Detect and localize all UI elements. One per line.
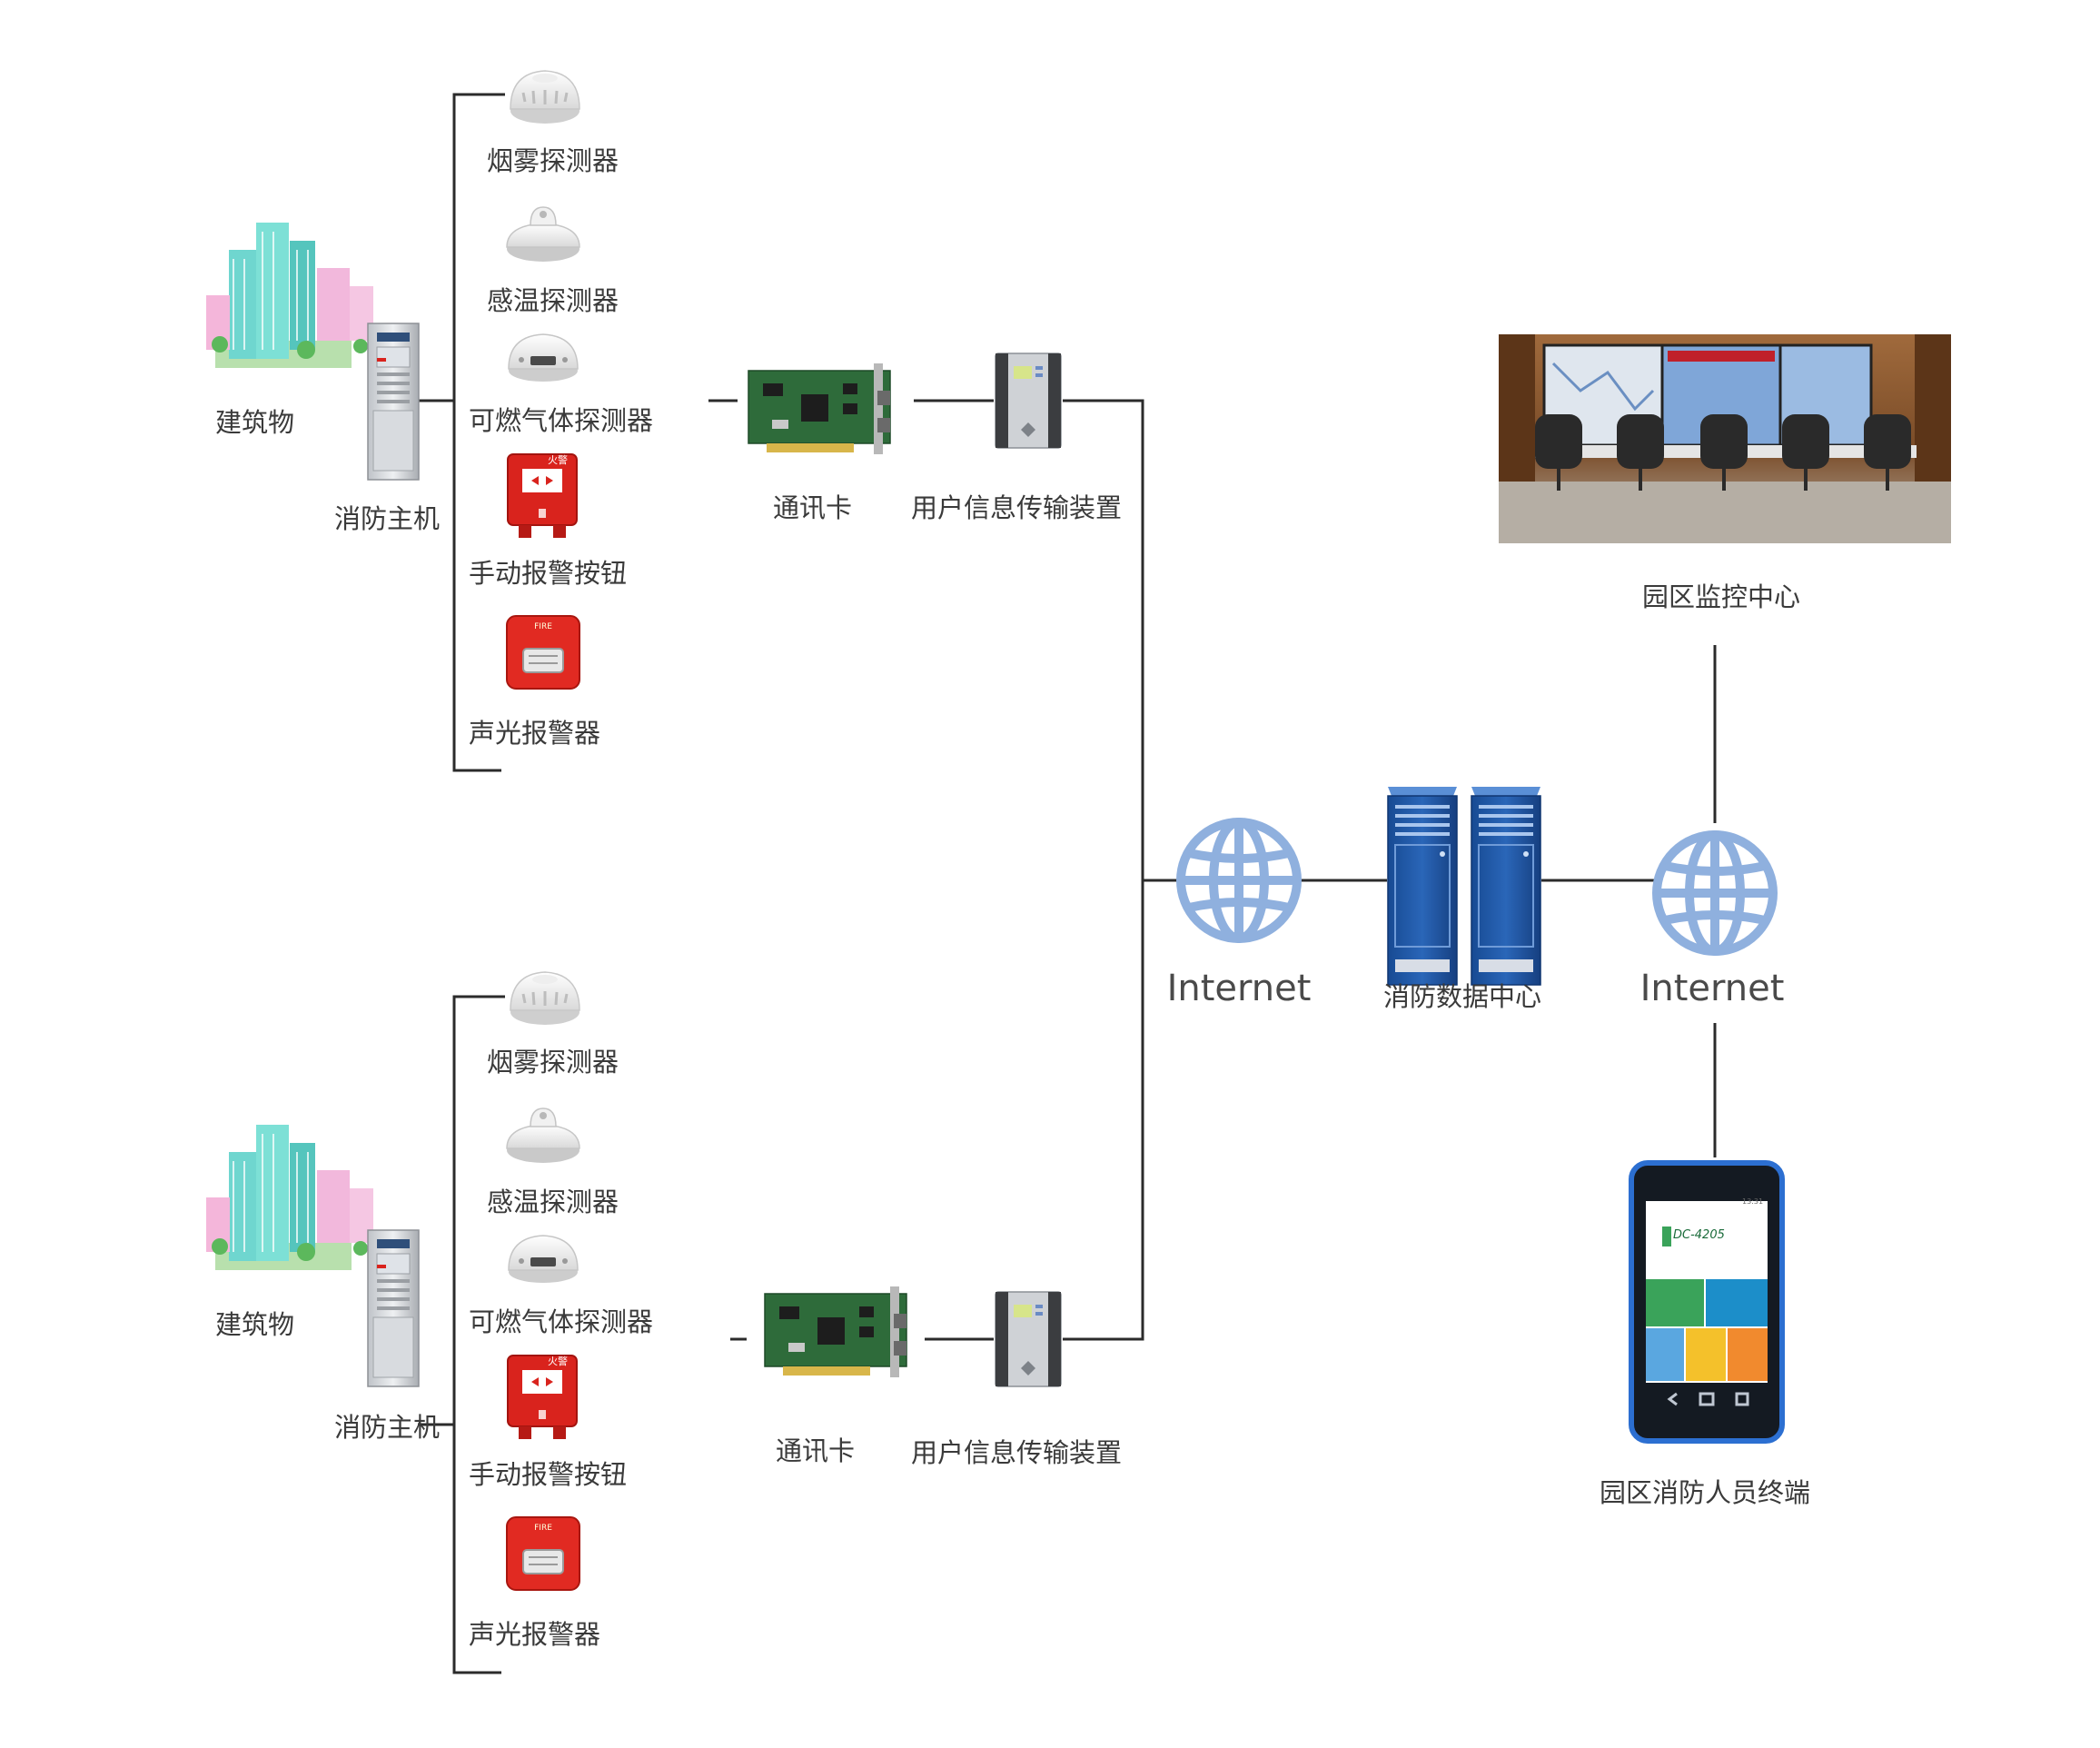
server-icon xyxy=(1387,786,1458,986)
manual-alarm-button-icon xyxy=(507,1354,578,1440)
server-icon xyxy=(1471,786,1541,986)
fire-host-cabinet-icon xyxy=(367,1229,420,1387)
user-info-transmitter-icon xyxy=(995,1291,1062,1387)
fire-host-label: 消防主机 xyxy=(334,1412,441,1443)
gas-detector-icon xyxy=(508,1235,579,1284)
device-label: 声光报警器 xyxy=(469,718,601,749)
data-center-label: 消防数据中心 xyxy=(1382,981,1542,1012)
monitoring-center-photo-icon xyxy=(1499,334,1951,543)
communication-card-label: 通讯卡 xyxy=(776,1435,856,1466)
building-icon xyxy=(205,222,374,369)
mobile-terminal-icon xyxy=(1629,1160,1785,1444)
building-label: 建筑物 xyxy=(215,1309,295,1340)
device-label: 烟雾探测器 xyxy=(487,145,619,176)
transmitter-label: 用户信息传输装置 xyxy=(911,492,1123,523)
internet-label: Internet xyxy=(1639,968,1785,1009)
device-label: 手动报警按钮 xyxy=(469,558,628,589)
internet-globe-icon xyxy=(1657,835,1773,951)
heat-detector-icon xyxy=(506,1107,580,1164)
connection-lines xyxy=(418,93,1717,1674)
gas-detector-icon xyxy=(508,333,579,382)
strobe-siren-icon xyxy=(506,1516,580,1591)
device-label: 声光报警器 xyxy=(469,1619,601,1650)
user-info-transmitter-icon xyxy=(995,353,1062,449)
device-label: 感温探测器 xyxy=(487,285,619,316)
communication-card-label: 通讯卡 xyxy=(773,492,853,523)
internet-label: Internet xyxy=(1166,968,1312,1009)
device-label: 可燃气体探测器 xyxy=(469,405,654,436)
device-label: 烟雾探测器 xyxy=(487,1047,619,1078)
device-label: 可燃气体探测器 xyxy=(469,1306,654,1337)
terminal-label: 园区消防人员终端 xyxy=(1599,1477,1811,1508)
internet-globe-icon xyxy=(1181,822,1297,939)
building-label: 建筑物 xyxy=(215,407,295,438)
device-label: 手动报警按钮 xyxy=(469,1459,628,1490)
smoke-detector-icon xyxy=(509,970,581,1027)
building-icon xyxy=(205,1124,374,1271)
phone-status-time: 13:31 xyxy=(1742,1197,1764,1206)
phone-brand-text: DC-4205 xyxy=(1673,1228,1725,1242)
strobe-siren-icon xyxy=(506,615,580,690)
fire-host-cabinet-icon xyxy=(367,323,420,481)
communication-card-icon xyxy=(748,363,891,455)
transmitter-label: 用户信息传输装置 xyxy=(911,1437,1123,1468)
manual-alarm-button-icon xyxy=(507,452,578,539)
monitoring-center-label: 园区监控中心 xyxy=(1641,581,1801,612)
heat-detector-icon xyxy=(506,206,580,263)
device-label: 感温探测器 xyxy=(487,1187,619,1217)
communication-card-icon xyxy=(764,1286,907,1378)
smoke-detector-icon xyxy=(509,69,581,125)
fire-host-label: 消防主机 xyxy=(334,503,441,534)
